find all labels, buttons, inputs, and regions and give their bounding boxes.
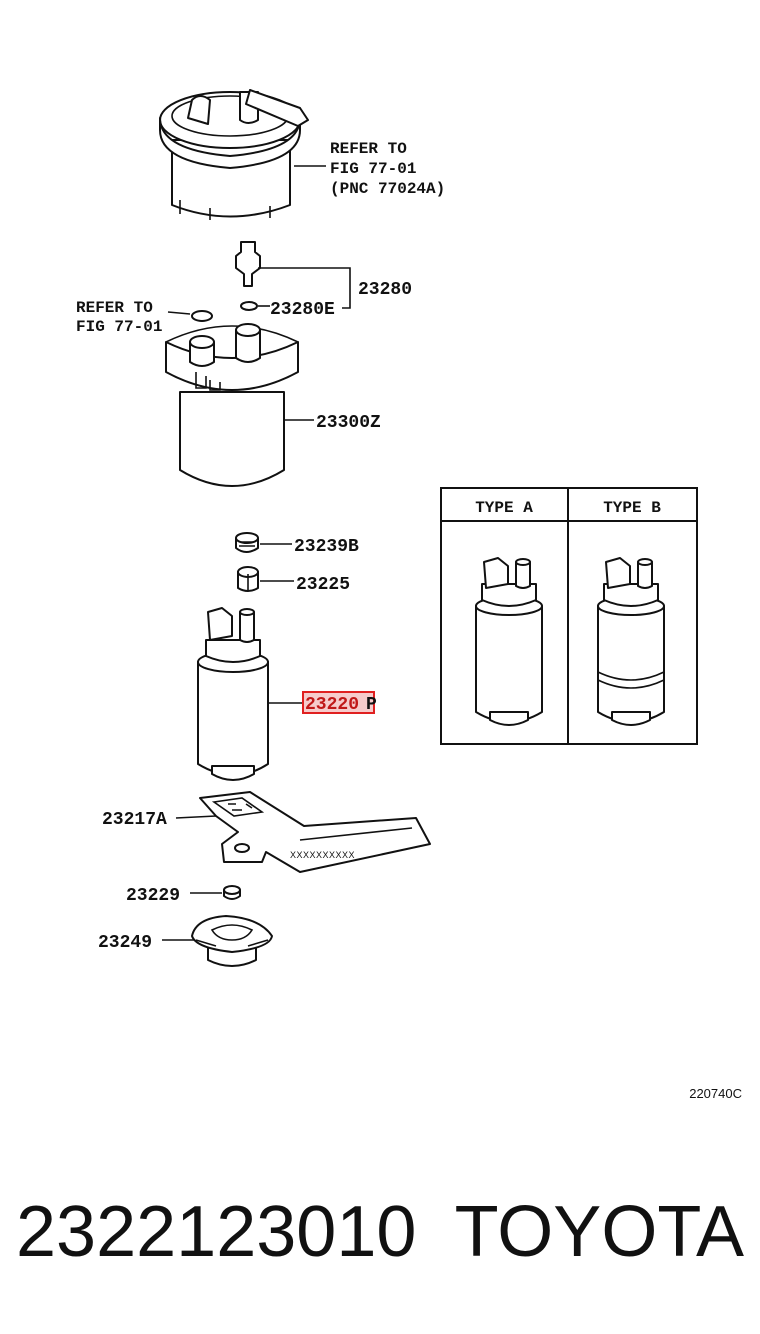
label-23220P-highlight[interactable]: 23220 [305,695,359,715]
label-23239B: 23239B [294,537,359,557]
label-23280E: 23280E [270,300,335,320]
label-23225: 23225 [296,575,350,595]
type-b-pump-drawing [597,557,665,726]
part-23249-drawing [191,915,273,967]
pump-bracket-drawing: XXXXXXXXXX [199,791,431,873]
inset-type-a-label: TYPE A [475,499,533,517]
part-23229-drawing [223,885,241,900]
bracket-marks: XXXXXXXXXX [290,850,355,860]
highlight-box-23220P[interactable] [302,691,375,714]
filter-cap-drawing [159,89,309,220]
leader-23217A [175,815,217,819]
refer-top-line3: (PNC 77024A) [330,180,445,198]
fuel-pump-drawing [197,607,269,781]
refer-top-line1: REFER TO [330,140,407,158]
label-23217A: 23217A [102,810,167,830]
refer-top-line2: FIG 77-01 [330,160,416,178]
bracket-23280 [258,267,351,309]
label-23300Z: 23300Z [316,413,381,433]
footer-part-number: 2322123010 [16,1192,416,1272]
inset-type-b-label: TYPE B [603,499,661,517]
refer-left-line2: FIG 77-01 [76,318,162,336]
type-a-pump-drawing [475,557,543,726]
label-23220P-suffix: P [366,695,377,715]
figure-code: 220740C [689,1086,742,1101]
leader-refer-left [167,311,191,315]
label-23249: 23249 [98,933,152,953]
label-23229: 23229 [126,886,180,906]
part-23225-drawing [237,566,259,592]
type-inset: TYPE A TYPE B [440,487,698,745]
footer-brand: TOYOTA [455,1192,744,1272]
check-valve-drawing [235,241,261,311]
cushion-23239B-drawing [235,532,259,553]
refer-left-line1: REFER TO [76,299,153,317]
o-ring-drawing [191,310,213,322]
fuel-filter-drawing [165,323,299,487]
label-23280: 23280 [358,280,412,300]
